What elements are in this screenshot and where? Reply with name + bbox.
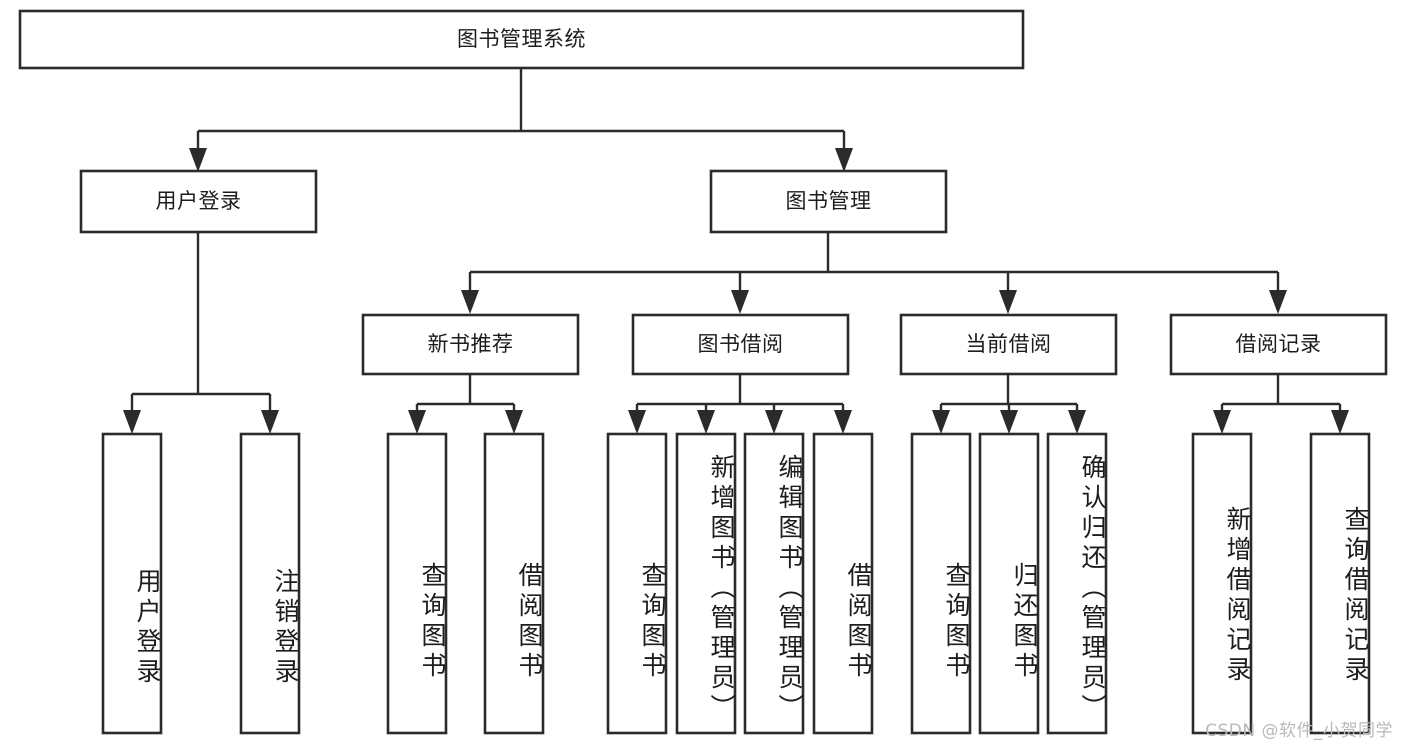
watermark-text: CSDN @软件_小贺同学 — [1205, 721, 1393, 741]
node-box-leaf-user-login-1[interactable] — [239, 432, 301, 735]
node-box-current-borrow[interactable] — [899, 313, 1118, 376]
connector-borrowrecord-to-leaves — [1213, 374, 1349, 434]
connector-bookborrow-to-leaves — [628, 374, 852, 434]
connector-root-to-level2 — [189, 68, 853, 172]
node-box-user-login[interactable] — [79, 169, 318, 234]
node-box-leaf-current-borrow-0[interactable] — [910, 432, 972, 735]
node-box-root[interactable] — [18, 9, 1025, 70]
node-box-leaf-borrow-record-1[interactable] — [1309, 432, 1371, 735]
node-box-leaf-book-borrow-2[interactable] — [743, 432, 805, 735]
connector-bookmgmt-to-level3 — [461, 232, 1287, 314]
connector-newbook-to-leaves — [408, 374, 523, 434]
connector-currentborrow-to-leaves — [932, 374, 1086, 434]
node-box-leaf-new-book-1[interactable] — [483, 432, 545, 735]
node-box-new-book-recommend[interactable] — [361, 313, 580, 376]
node-box-leaf-book-borrow-3[interactable] — [812, 432, 874, 735]
node-box-leaf-book-borrow-1[interactable] — [675, 432, 737, 735]
node-box-book-management[interactable] — [709, 169, 948, 234]
node-box-leaf-user-login-0[interactable] — [101, 432, 163, 735]
node-box-leaf-current-borrow-2[interactable] — [1046, 432, 1108, 735]
node-box-book-borrow[interactable] — [631, 313, 850, 376]
node-box-leaf-current-borrow-1[interactable] — [978, 432, 1040, 735]
node-box-leaf-book-borrow-0[interactable] — [606, 432, 668, 735]
connector-userlogin-to-leaves — [123, 232, 279, 434]
node-box-leaf-borrow-record-0[interactable] — [1191, 432, 1253, 735]
node-box-leaf-new-book-0[interactable] — [386, 432, 448, 735]
node-box-borrow-record[interactable] — [1169, 313, 1388, 376]
